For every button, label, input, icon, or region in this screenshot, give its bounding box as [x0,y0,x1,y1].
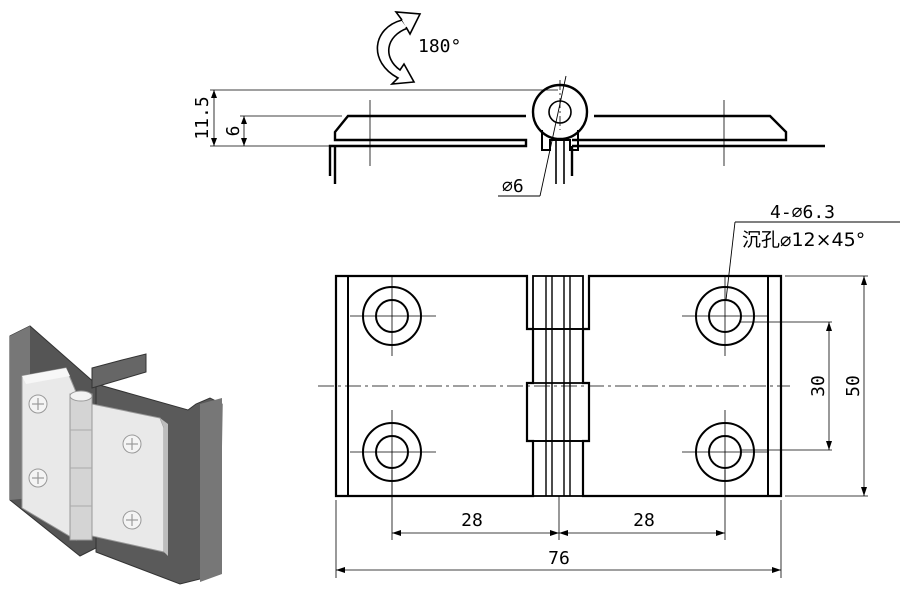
hole-spec-line2: 沉孔⌀12×45° [742,229,865,251]
top-view [318,221,900,578]
dim-right-hole-offset: 28 [633,510,655,531]
hole-spec-line1: 4-⌀6.3 [770,202,835,223]
hole-top-right [682,276,768,356]
hinge-3d-illustration [9,325,223,585]
dim-total-height: 11.5 [192,96,213,139]
dim-total-width: 76 [548,548,570,569]
dim-height: 50 [843,375,864,397]
dim-leaf-height: 6 [223,126,244,137]
dim-left-hole-offset: 28 [461,510,483,531]
dim-pin-diameter: ⌀6 [502,176,524,197]
dim-hole-spacing-v: 30 [808,375,829,397]
rotation-arrow-icon [376,11,422,85]
side-view [210,75,825,197]
hole-bottom-left [350,410,436,496]
hole-top-left [350,276,436,356]
rotation-label: 180° [418,36,461,57]
